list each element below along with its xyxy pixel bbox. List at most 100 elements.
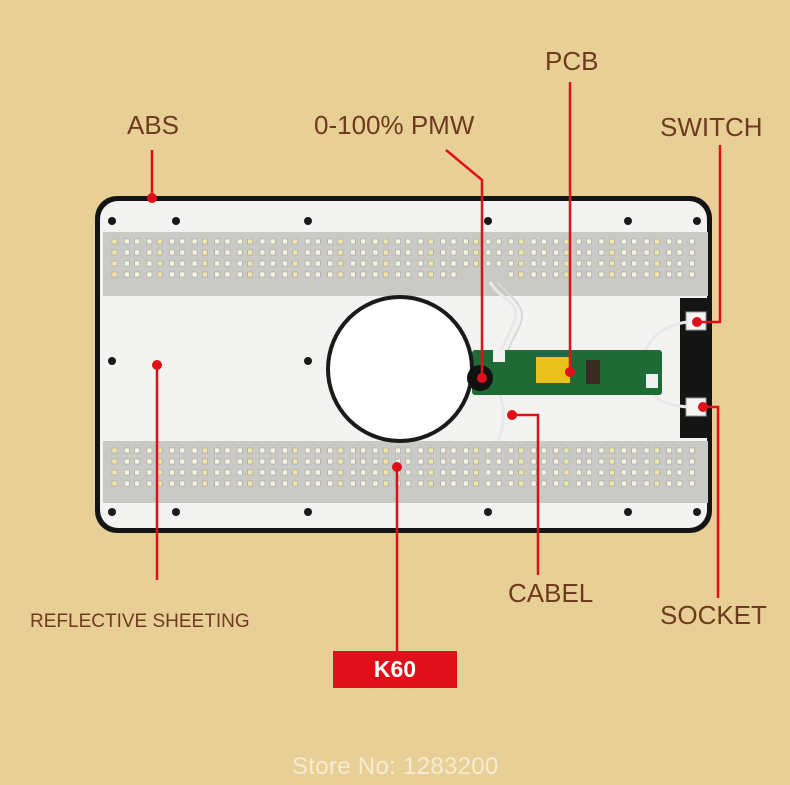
led-chip [179, 249, 186, 256]
led-chip [337, 249, 344, 256]
led-chip [111, 458, 118, 465]
led-chip [111, 480, 118, 487]
led-chip [350, 458, 356, 465]
led-chip [631, 447, 638, 454]
led-chip [450, 458, 457, 465]
led-chip [463, 447, 469, 454]
led-chip [473, 260, 479, 267]
led-chip [191, 480, 198, 487]
led-chip [563, 249, 570, 256]
led-chip [689, 260, 695, 267]
led-chip [360, 458, 366, 465]
led-chip [304, 469, 311, 476]
led-chip [666, 271, 672, 278]
led-chip [315, 458, 321, 465]
screw-hole [304, 357, 312, 365]
led-chip [282, 458, 288, 465]
led-chip [576, 238, 582, 245]
led-chip [621, 447, 627, 454]
led-chip [269, 480, 276, 487]
led-chip [405, 458, 412, 465]
led-chip [631, 249, 638, 256]
led-chip [134, 238, 140, 245]
led-chip [304, 249, 311, 256]
led-chip [191, 260, 198, 267]
led-chip [428, 469, 434, 476]
led-chip [417, 271, 424, 278]
led-chip [269, 458, 276, 465]
led-chip [654, 480, 660, 487]
led-chip [247, 469, 253, 476]
store-watermark: Store No: 1283200 [292, 753, 499, 780]
led-chip [282, 260, 288, 267]
screw-hole [693, 508, 701, 516]
led-chip [214, 458, 220, 465]
led-chip [327, 238, 333, 245]
led-chip [259, 469, 266, 476]
led-chip [450, 260, 457, 267]
led-chip [269, 260, 276, 267]
led-chip [124, 238, 130, 245]
cabel-callout-line [512, 413, 540, 575]
led-chip [146, 447, 153, 454]
led-chip [541, 447, 547, 454]
led-chip [382, 249, 389, 256]
led-chip [360, 271, 366, 278]
led-chip [202, 238, 208, 245]
led-chip [576, 249, 582, 256]
led-chip [237, 480, 243, 487]
led-chip [337, 480, 344, 487]
led-chip [440, 238, 446, 245]
led-chip [586, 458, 592, 465]
led-chip [676, 480, 683, 487]
led-chip [111, 447, 118, 454]
led-chip [124, 469, 130, 476]
led-chip [191, 458, 198, 465]
led-chip [518, 249, 525, 256]
wire-3 [496, 394, 505, 441]
led-chip [269, 238, 276, 245]
led-chip [214, 447, 220, 454]
led-chip [553, 271, 559, 278]
led-chip [676, 447, 683, 454]
led-chip [111, 260, 118, 267]
screw-hole [108, 508, 116, 516]
led-chip [495, 480, 502, 487]
led-chip [463, 469, 469, 476]
screw-hole [172, 508, 180, 516]
led-chip [621, 249, 627, 256]
led-chip [689, 469, 695, 476]
led-chip [224, 469, 231, 476]
led-chip [124, 271, 130, 278]
led-chip [654, 271, 660, 278]
led-chip [304, 238, 311, 245]
led-chip [621, 469, 627, 476]
led-chip [689, 271, 695, 278]
led-chip [202, 447, 208, 454]
led-chip [304, 458, 311, 465]
led-chip [541, 249, 547, 256]
wire-1 [488, 281, 518, 353]
led-chip [292, 480, 299, 487]
led-chip [621, 238, 627, 245]
led-chip [372, 271, 379, 278]
led-chip [405, 480, 412, 487]
led-chip [350, 249, 356, 256]
led-chip [202, 249, 208, 256]
led-chip [643, 480, 650, 487]
led-chip [327, 260, 333, 267]
led-chip [315, 447, 321, 454]
led-chip [463, 249, 469, 256]
k60-callout-dot [392, 462, 402, 472]
led-chip [598, 447, 605, 454]
led-chip [631, 480, 638, 487]
led-chip [292, 447, 299, 454]
led-chip [372, 469, 379, 476]
led-chip [485, 480, 492, 487]
led-chip [508, 447, 514, 454]
led-chip [224, 260, 231, 267]
screw-hole [693, 217, 701, 225]
led-chip [666, 260, 672, 267]
led-chip [428, 271, 434, 278]
abs-label: ABS [127, 110, 180, 140]
